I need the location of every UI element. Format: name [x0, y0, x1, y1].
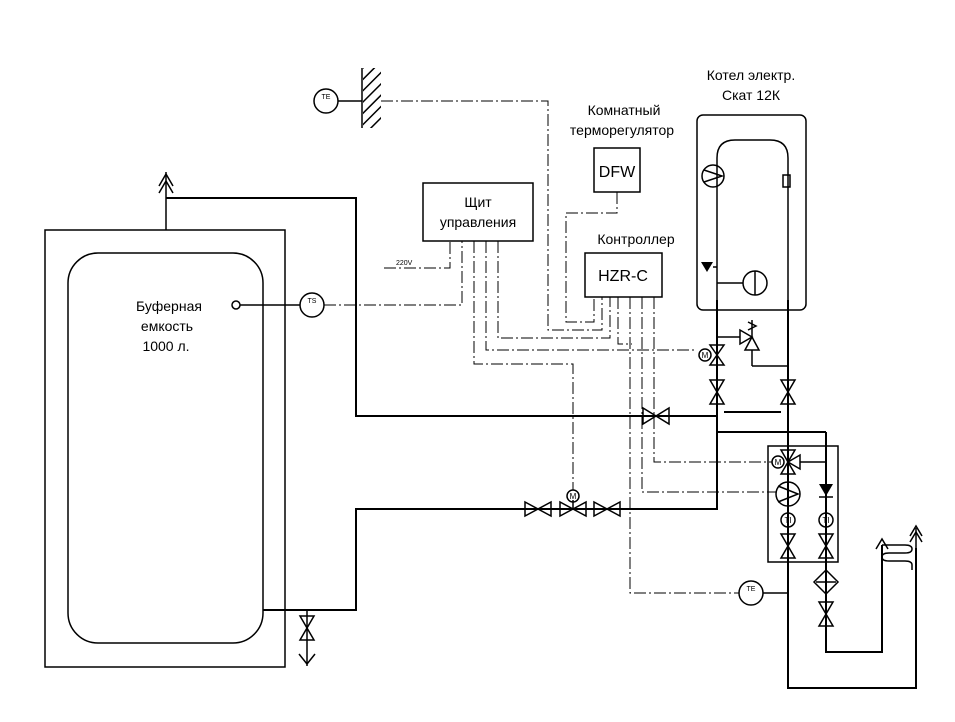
air-vent-arrow: [158, 172, 174, 230]
filter: [812, 568, 840, 627]
boiler-title-1: Котел электр.: [707, 67, 795, 83]
voltage-label: 220V: [396, 260, 413, 267]
controller-model: HZR-C: [598, 268, 648, 285]
radiator-coil: [875, 524, 923, 570]
tank-label-3: 1000 л.: [142, 338, 189, 354]
thermostat-label-2: терморегулятор: [570, 122, 674, 138]
motor-label-2: M: [702, 351, 709, 360]
dfw-label: DFW: [599, 164, 636, 181]
buffer-tank: Буферная емкость 1000 л.: [44, 229, 300, 668]
panel-label-1: Щит: [464, 194, 492, 210]
ti-label-1: TI: [784, 516, 791, 525]
tank-label-1: Буферная: [136, 298, 202, 314]
signal-wiring: 220V: [324, 100, 776, 594]
tank-label-2: емкость: [141, 318, 193, 334]
motor-label-1: M: [570, 492, 577, 501]
ts-label: TS: [308, 298, 317, 305]
drain-valve: [298, 610, 316, 666]
control-panel: Щит управления: [422, 182, 534, 242]
motor-label-3: M: [775, 458, 782, 467]
te-outdoor-label: TE: [322, 94, 331, 101]
panel-label-2: управления: [440, 214, 516, 230]
tank-sensor: TS: [299, 292, 325, 318]
boiler-title-2: Скат 12К: [722, 87, 781, 103]
thermostat-label-1: Комнатный: [588, 102, 661, 118]
room-thermostat: Комнатный терморегулятор DFW: [570, 102, 674, 193]
electric-boiler: Котел электр. Скат 12К: [696, 67, 807, 311]
te-return-label: TE: [747, 586, 756, 593]
pump-group: M TI TI: [767, 445, 839, 563]
controller-title: Контроллер: [597, 231, 674, 247]
return-sensor: TE: [738, 580, 764, 606]
controller: Контроллер HZR-C: [584, 231, 675, 298]
pipework: [166, 197, 917, 689]
ti-label-2: TI: [822, 516, 829, 525]
outdoor-sensor: TE: [313, 68, 381, 128]
valves: M M: [524, 320, 797, 518]
